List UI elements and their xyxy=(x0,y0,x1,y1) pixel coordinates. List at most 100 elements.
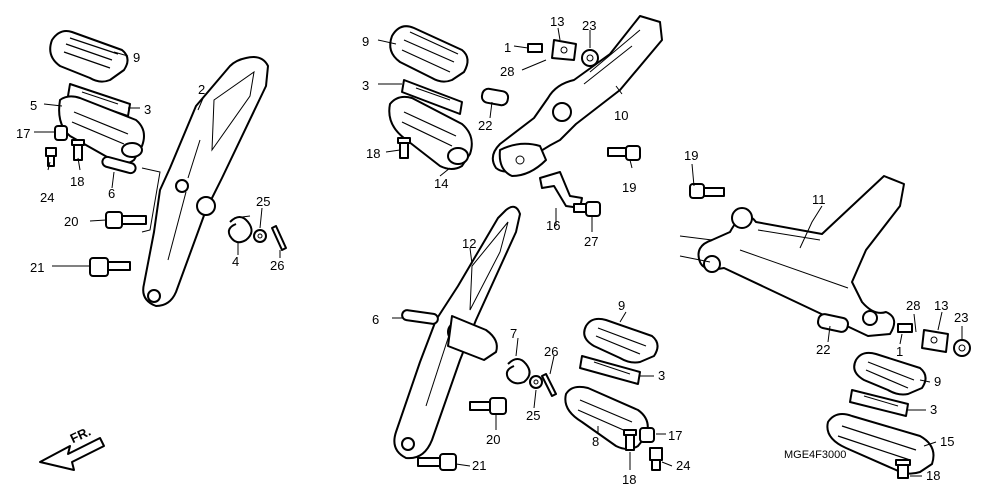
rear-step-holder-part xyxy=(491,15,663,177)
plate-part xyxy=(921,329,949,353)
bolt-part xyxy=(89,257,131,277)
footpeg-plate-part xyxy=(849,389,909,417)
washer-part xyxy=(529,375,543,389)
rear-step-holder-part xyxy=(697,175,905,337)
callout-label: 15 xyxy=(940,434,954,449)
callout-label: 21 xyxy=(472,458,486,473)
bolt-part xyxy=(469,397,507,415)
bolt-part xyxy=(45,147,57,167)
callout-label: 7 xyxy=(510,326,517,341)
callout-label: 16 xyxy=(546,218,560,233)
callout-label: 21 xyxy=(30,260,44,275)
bolt-part xyxy=(417,453,457,471)
nut-part xyxy=(581,49,599,67)
bolt-part xyxy=(607,145,641,161)
callout-label: 19 xyxy=(622,180,636,195)
footpeg-rubber-part xyxy=(389,25,469,83)
stay-part xyxy=(539,171,583,209)
callout-label: 23 xyxy=(582,18,596,33)
plate-part xyxy=(551,39,577,61)
callout-label: 22 xyxy=(816,342,830,357)
footpeg-rubber-part xyxy=(853,351,927,396)
callout-label: 10 xyxy=(614,108,628,123)
bush-part xyxy=(54,125,68,141)
callout-label: 18 xyxy=(366,146,380,161)
footpeg-part xyxy=(826,413,935,475)
cotter-pin-part xyxy=(541,373,557,397)
bolt-part xyxy=(649,447,663,471)
pin-part xyxy=(401,309,439,325)
footpeg-rubber-part xyxy=(583,317,659,364)
callout-label: 13 xyxy=(934,298,948,313)
callout-label: 28 xyxy=(906,298,920,313)
callout-label: 9 xyxy=(618,298,625,313)
bolt-part xyxy=(527,43,543,53)
callout-label: 22 xyxy=(478,118,492,133)
footpeg-part xyxy=(564,385,649,450)
callout-label: 27 xyxy=(584,234,598,249)
callout-label: 20 xyxy=(486,432,500,447)
spring-part xyxy=(227,215,253,244)
nut-part xyxy=(953,339,971,357)
callout-label: 17 xyxy=(668,428,682,443)
callout-label: 24 xyxy=(40,190,54,205)
footpeg-plate-part xyxy=(401,79,463,115)
callout-label: 4 xyxy=(232,254,239,269)
callout-label: 12 xyxy=(462,236,476,251)
callout-label: 2 xyxy=(198,82,205,97)
callout-label: 9 xyxy=(934,374,941,389)
footpeg-part xyxy=(388,95,473,170)
bolt-part xyxy=(71,139,85,161)
callout-label: 3 xyxy=(362,78,369,93)
callout-label: 3 xyxy=(658,368,665,383)
callout-label: 14 xyxy=(434,176,448,191)
callout-label: 23 xyxy=(954,310,968,325)
callout-label: 19 xyxy=(684,148,698,163)
callout-label: 1 xyxy=(504,40,511,55)
callout-label: 18 xyxy=(622,472,636,487)
callout-label: 25 xyxy=(526,408,540,423)
callout-label: 9 xyxy=(362,34,369,49)
callout-label: 3 xyxy=(930,402,937,417)
pin-part xyxy=(101,155,137,175)
bolt-part xyxy=(623,429,637,451)
callout-label: 11 xyxy=(812,192,826,207)
callout-label: 26 xyxy=(270,258,284,273)
callout-label: 20 xyxy=(64,214,78,229)
bush-part xyxy=(639,427,655,443)
step-bracket-part xyxy=(393,205,521,460)
callout-label: 24 xyxy=(676,458,690,473)
washer-part xyxy=(253,229,267,243)
diagram-code: MGE4F3000 xyxy=(784,449,846,461)
collar-part xyxy=(816,313,850,333)
callout-label: 13 xyxy=(550,14,564,29)
bolt-part xyxy=(897,323,913,333)
footpeg-part xyxy=(58,95,145,165)
footpeg-plate-part xyxy=(579,355,641,385)
callout-label: 18 xyxy=(926,468,940,483)
step-bracket-part xyxy=(142,56,269,307)
callout-label: 17 xyxy=(16,126,30,141)
callout-label: 25 xyxy=(256,194,270,209)
bolt-part xyxy=(397,137,411,159)
front-direction-arrow xyxy=(39,437,105,471)
callout-label: 6 xyxy=(108,186,115,201)
callout-label: 26 xyxy=(544,344,558,359)
callout-label: 3 xyxy=(144,102,151,117)
bolt-part xyxy=(895,459,911,479)
callout-label: 8 xyxy=(592,434,599,449)
callout-label: 1 xyxy=(896,344,903,359)
cotter-pin-part xyxy=(271,225,287,251)
callout-label: 28 xyxy=(500,64,514,79)
bolt-part xyxy=(689,183,725,199)
spring-part xyxy=(505,358,531,385)
bolt-part xyxy=(573,201,601,217)
bolt-part xyxy=(105,211,147,229)
callout-label: 9 xyxy=(133,50,140,65)
callout-label: 18 xyxy=(70,174,84,189)
collar-part xyxy=(480,87,510,107)
footpeg-rubber-part xyxy=(49,30,129,83)
callout-label: 6 xyxy=(372,312,379,327)
callout-label: 5 xyxy=(30,98,37,113)
